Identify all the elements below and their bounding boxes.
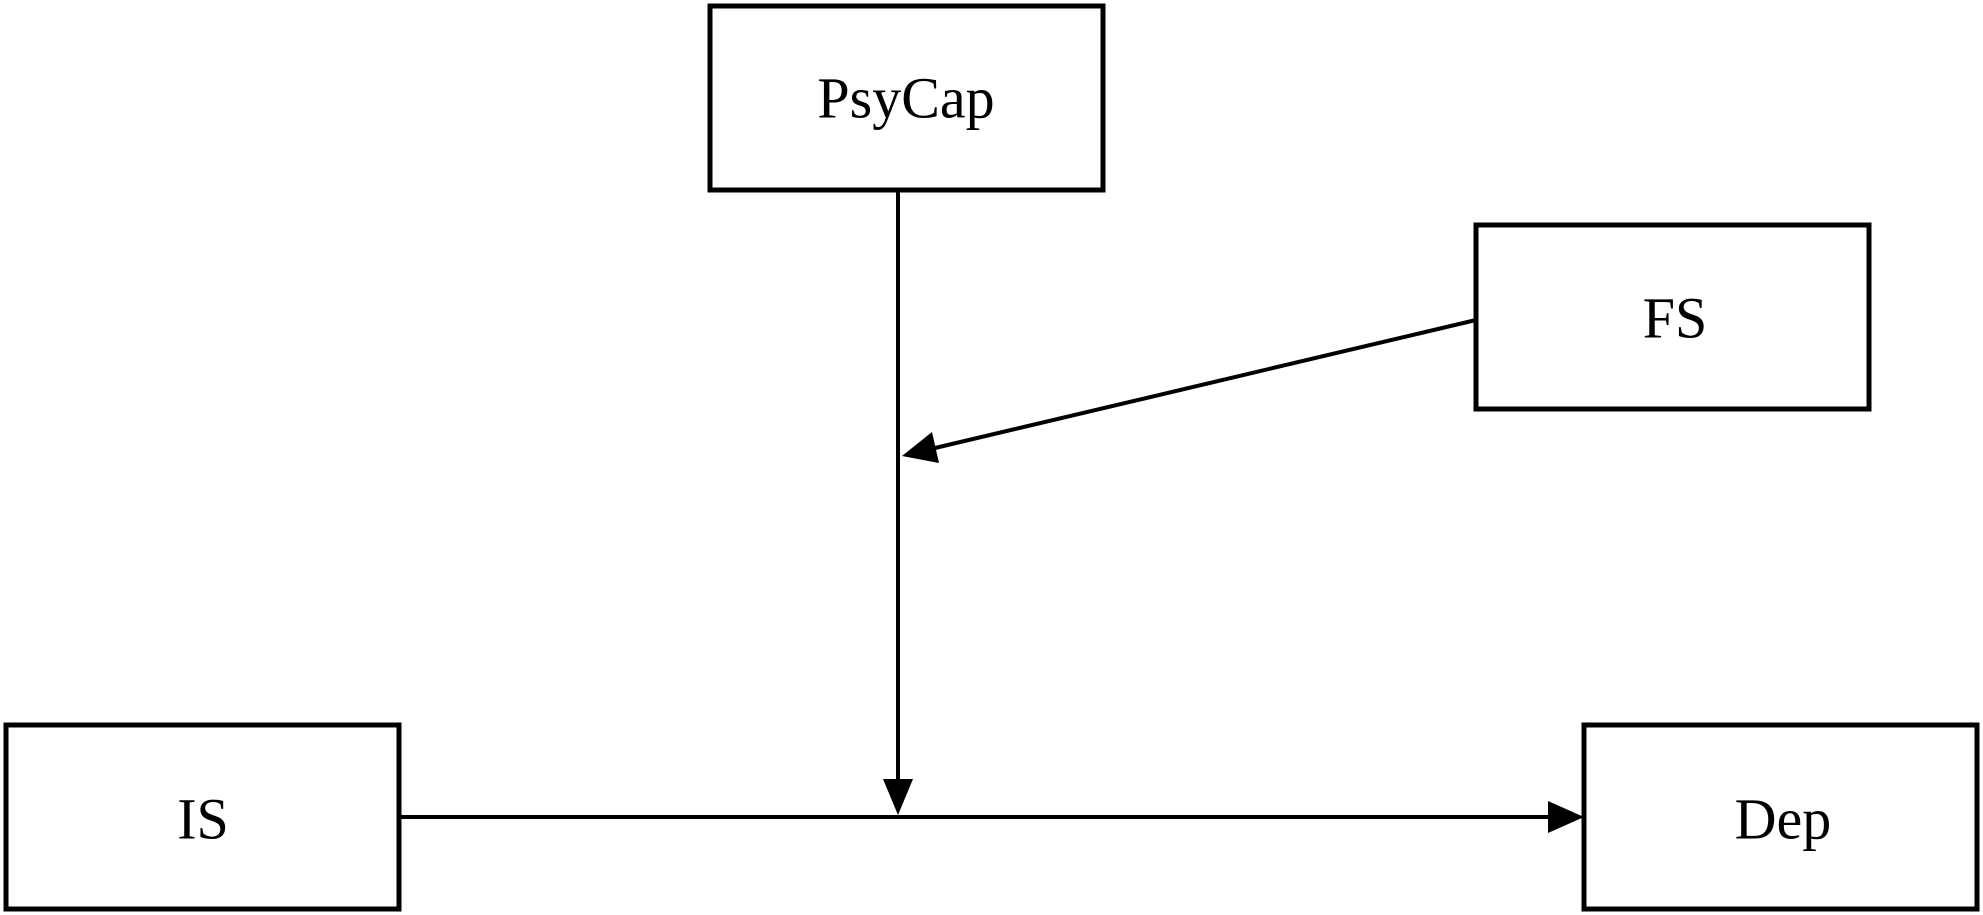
edge-is-to-dep-arrowhead bbox=[1548, 801, 1584, 833]
edge-psycap-to-path bbox=[883, 190, 913, 815]
node-psycap-label: PsyCap bbox=[817, 65, 994, 130]
node-dep-box bbox=[1581, 722, 1980, 912]
node-is-label: IS bbox=[177, 786, 229, 851]
node-is-box bbox=[3, 722, 402, 912]
node-fs-label: FS bbox=[1643, 285, 1708, 350]
edge-is-to-dep bbox=[399, 801, 1584, 833]
edge-fs-to-path-arrowhead bbox=[902, 432, 939, 463]
node-is[interactable]: IS bbox=[3, 722, 402, 912]
node-fs[interactable]: FS bbox=[1473, 222, 1872, 412]
edge-fs-to-path bbox=[902, 318, 1477, 463]
node-psycap[interactable]: PsyCap bbox=[707, 3, 1106, 193]
node-fs-box bbox=[1473, 222, 1872, 412]
node-dep[interactable]: Dep bbox=[1581, 722, 1980, 912]
node-psycap-box bbox=[707, 3, 1106, 193]
edge-fs-to-path-line bbox=[934, 318, 1477, 450]
node-dep-label: Dep bbox=[1735, 786, 1832, 851]
edge-psycap-to-path-arrowhead bbox=[883, 779, 913, 815]
